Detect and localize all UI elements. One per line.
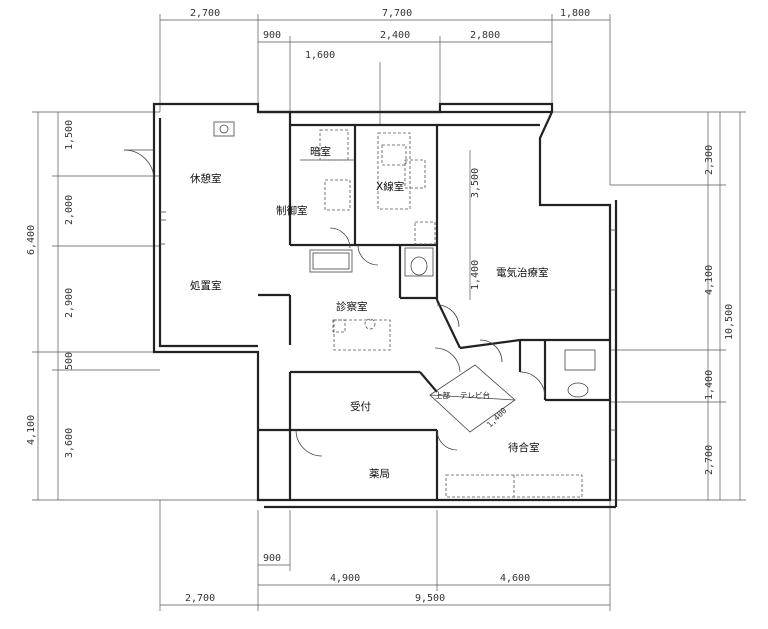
dim-left-inner-2: 2,000 xyxy=(64,195,75,225)
label-upper-shelf: 上部 xyxy=(435,390,450,400)
dim-bottom-inner: 900 xyxy=(263,553,281,564)
dim-top-outer-3: 1,800 xyxy=(560,8,590,19)
dim-left-inner-3: 2,900 xyxy=(64,288,75,318)
dim-top-outer-2: 7,700 xyxy=(382,8,412,19)
room-treatment: 処置室 xyxy=(190,279,222,292)
dim-right-inner-2: 4,100 xyxy=(704,265,715,295)
dim-top-inner-1: 900 xyxy=(263,30,281,41)
fixtures xyxy=(123,121,616,498)
dim-left-outer-1: 6,400 xyxy=(26,225,37,255)
dim-left-inner-1: 1,500 xyxy=(64,120,75,150)
dim-left-inner-4: 500 xyxy=(64,352,75,370)
dim-center-top: 3,500 xyxy=(470,168,481,198)
room-electro: 電気治療室 xyxy=(496,266,549,279)
label-tv-stand: テレビ台 xyxy=(460,390,490,400)
room-dark: 暗室 xyxy=(310,145,331,158)
dim-right-inner-4: 2,700 xyxy=(704,445,715,475)
dim-bottom-outer-1: 2,700 xyxy=(185,593,215,604)
room-reception: 受付 xyxy=(350,400,371,413)
dim-top-inner2: 1,600 xyxy=(305,50,335,61)
room-waiting: 待合室 xyxy=(508,441,540,454)
walls xyxy=(152,102,618,509)
room-pharmacy: 薬局 xyxy=(369,468,390,480)
dim-top-outer-1: 2,700 xyxy=(190,8,220,19)
dim-left-inner-5: 3,600 xyxy=(64,428,75,458)
dim-right-outer: 10,500 xyxy=(724,304,735,340)
dimension-lines xyxy=(32,14,746,611)
dim-right-inner-3: 1,400 xyxy=(704,370,715,400)
dim-right-inner-1: 2,300 xyxy=(704,145,715,175)
dim-bottom-outer-2: 9,500 xyxy=(415,593,445,604)
dim-center-mid: 1,400 xyxy=(470,260,481,290)
dim-tv-depth: 1,400 xyxy=(485,406,509,430)
dim-left-outer-2: 4,100 xyxy=(26,415,37,445)
dim-bottom-mid-1: 4,900 xyxy=(330,573,360,584)
dim-top-inner-2: 2,400 xyxy=(380,30,410,41)
dim-bottom-mid-2: 4,600 xyxy=(500,573,530,584)
room-rest: 休憩室 xyxy=(190,172,222,185)
room-control: 制御室 xyxy=(276,204,308,217)
room-labels: 休憩室 暗室 X線室 制御室 電気治療室 処置室 診察室 受付 薬局 待合室 上… xyxy=(190,145,549,480)
dim-top-inner-3: 2,800 xyxy=(470,30,500,41)
dimension-labels: 2,700 7,700 1,800 900 2,400 2,800 1,600 … xyxy=(26,8,735,604)
room-exam: 診察室 xyxy=(336,300,368,313)
room-xray: X線室 xyxy=(376,180,404,193)
